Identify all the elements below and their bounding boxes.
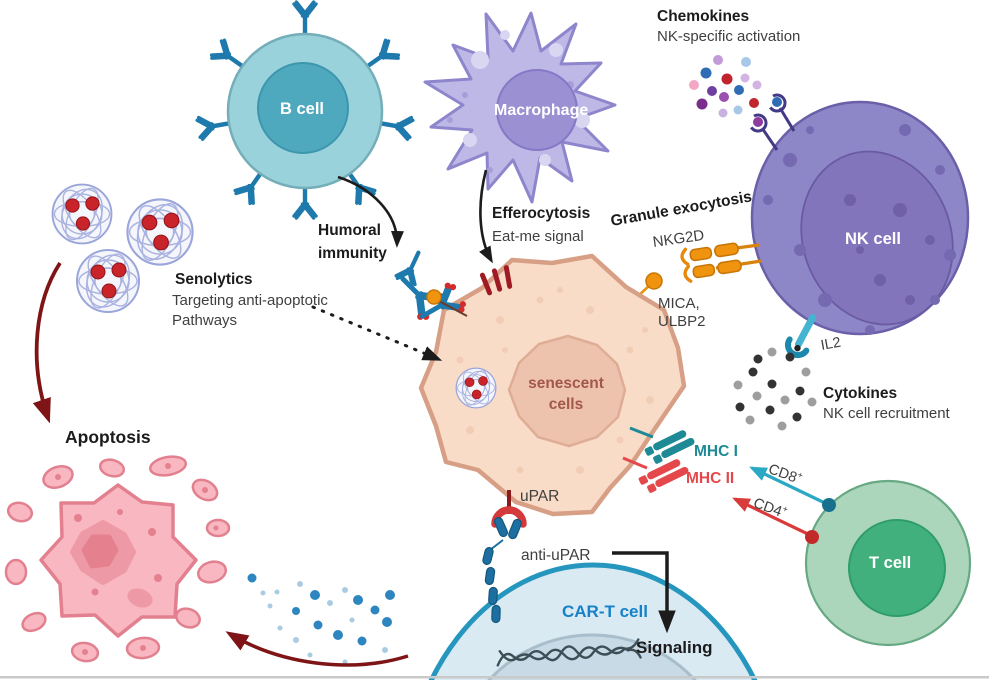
senescent-cells-label: senescent cells <box>528 375 604 413</box>
b-cell-nucleus <box>257 62 349 154</box>
nk-cell-granules <box>763 124 956 335</box>
apoptotic-dots <box>55 463 219 655</box>
apoptotic-cell <box>4 455 231 663</box>
signaling-arrow <box>612 551 676 634</box>
granule-clearance-arrow <box>225 631 409 667</box>
humoral-immunity-label: Humoral immunity <box>318 222 387 262</box>
chemokines-subtitle: NK-specific activation <box>657 28 801 45</box>
mica-ulbp2-label: MICA, ULBP2 <box>658 295 706 330</box>
nk-nucleus-granules <box>844 194 935 305</box>
mhc2-molecule-icon <box>622 456 691 496</box>
car-t-nucleus <box>487 633 697 680</box>
mhc2-label: MHC II <box>686 470 735 487</box>
internalized-senolytic-particle <box>455 366 497 410</box>
mhc1-label: MHC I <box>694 443 738 460</box>
anti-upar-label: anti-uPAR <box>521 547 591 564</box>
efferocytosis-subtitle: Eat-me signal <box>492 228 584 245</box>
senescent-nucleus <box>507 334 627 448</box>
figure-bottom-border <box>0 676 989 679</box>
apoptosis-label: Apoptosis <box>65 427 151 447</box>
t-cell-nucleus <box>848 519 946 617</box>
macrophage-vesicles <box>463 30 590 166</box>
dna-icon <box>496 638 642 667</box>
upar-label: uPAR <box>520 488 560 505</box>
b-cell-label: B cell <box>280 100 325 118</box>
cytokines-subtitle: NK cell recruitment <box>823 405 950 422</box>
chemokine-receptor-icon <box>748 93 796 151</box>
macrophage-label: Macrophage <box>494 102 589 119</box>
apoptotic-bodies <box>4 455 231 663</box>
nkg2d-receptor-icon <box>679 239 762 284</box>
senolytics-title: Senolytics <box>175 271 253 288</box>
car-t-cell <box>428 562 758 680</box>
t-cell-label: T cell <box>869 554 912 572</box>
car-t-cell-label: CAR-T cell <box>562 602 648 621</box>
macrophage-nucleus <box>496 69 578 151</box>
mhc1-molecule-icon <box>629 426 697 467</box>
chemokine-dots <box>689 55 762 118</box>
senescent-speckles <box>456 287 654 474</box>
antigen-pin-icon <box>426 289 468 317</box>
signaling-label: Signaling <box>636 638 713 657</box>
b-cell <box>197 2 414 218</box>
humoral-immunity-arrow <box>337 175 404 248</box>
cd8-arrow <box>749 466 836 512</box>
apoptotic-nucleus-core <box>81 534 119 569</box>
granule-dot-cluster <box>247 573 395 665</box>
senescent-cell <box>418 253 687 517</box>
il2-label: IL2 <box>819 334 843 354</box>
nk-cell-label: NK cell <box>845 230 901 248</box>
t-cell <box>804 479 972 647</box>
efferocytosis-arrow <box>479 169 493 264</box>
senolytics-subtitle: Targeting anti-apoptotic Pathways <box>172 292 328 329</box>
eat-me-signal-bars <box>479 265 513 296</box>
efferocytosis-title: Efferocytosis <box>492 205 591 222</box>
macrophage-cell <box>423 11 617 204</box>
anti-upar-car-icon <box>482 516 522 624</box>
nk-cell <box>750 100 970 336</box>
car-t-body <box>428 562 758 680</box>
cytokines-title: Cytokines <box>823 385 898 402</box>
nk-cell-nucleus <box>800 150 954 326</box>
chemokines-title: Chemokines <box>657 8 750 25</box>
cytokine-dots <box>733 347 817 431</box>
apoptosis-arrow <box>32 261 62 424</box>
cd4-arrow <box>732 497 819 544</box>
senolytics-dashed-arrow <box>311 305 443 361</box>
